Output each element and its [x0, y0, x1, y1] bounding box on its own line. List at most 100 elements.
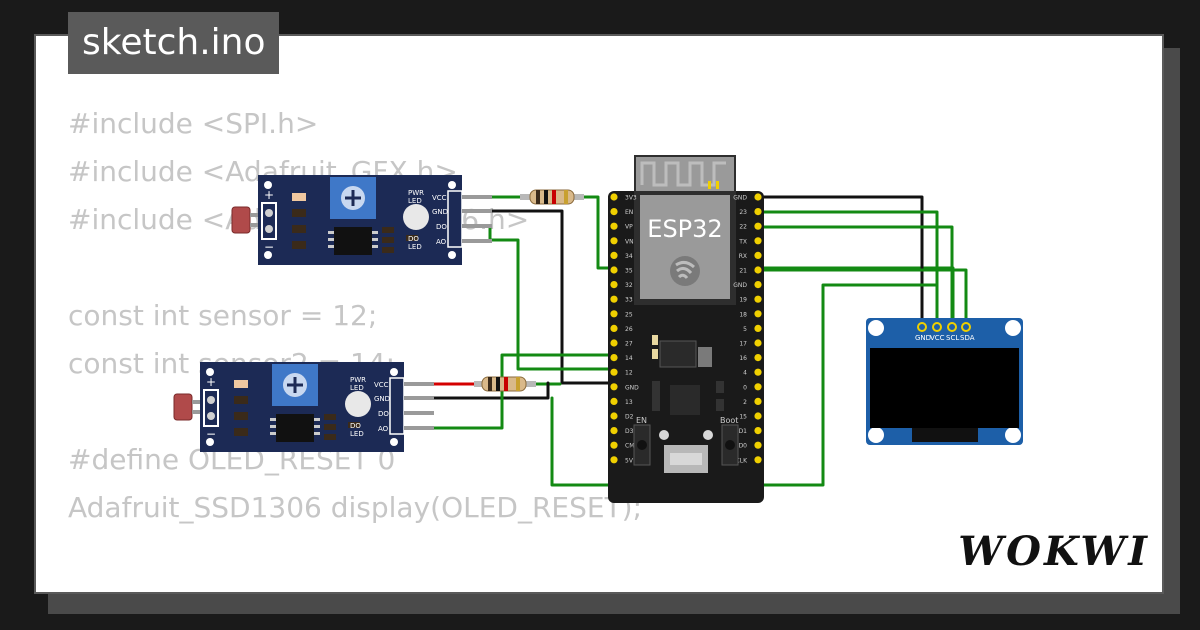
en-button[interactable] — [634, 425, 650, 465]
esp32-pin[interactable] — [610, 310, 618, 318]
esp32-pin[interactable] — [610, 339, 618, 347]
esp32-pin-label: 21 — [739, 268, 747, 275]
esp32-pin-label: EN — [625, 209, 633, 216]
file-tab[interactable]: sketch.ino — [68, 12, 280, 74]
esp32-pin-label: RX — [739, 253, 747, 260]
photoresistor-1 — [231, 206, 251, 234]
esp32-pin-label: 5 — [743, 326, 747, 333]
esp32-pin-label: 26 — [625, 326, 633, 333]
esp32-pin[interactable] — [610, 441, 618, 449]
espressif-logo-icon — [670, 256, 700, 286]
esp32-pin[interactable] — [754, 324, 762, 332]
esp32-pin-label: 13 — [625, 399, 633, 406]
esp32-pin[interactable] — [610, 281, 618, 289]
esp32-pin[interactable] — [754, 456, 762, 464]
esp32-pin[interactable] — [754, 383, 762, 391]
plus-label: + — [206, 375, 216, 389]
esp32-pin[interactable] — [754, 427, 762, 435]
oled-screen — [870, 348, 1019, 428]
esp32-pin[interactable] — [610, 222, 618, 230]
esp32-pin[interactable] — [610, 193, 618, 201]
wire-oled-gnd — [756, 195, 924, 327]
esp32-pin[interactable] — [754, 237, 762, 245]
pin-label-vcc: VCC — [374, 381, 389, 389]
esp32-pin[interactable] — [610, 324, 618, 332]
esp32-pin[interactable] — [754, 222, 762, 230]
wire-sensor2-gnd — [432, 381, 550, 400]
code-line: #include <SPI.h> — [68, 107, 319, 140]
esp32-pin-label: 22 — [739, 224, 747, 231]
pin-label-gnd: GND — [374, 395, 390, 403]
esp32-pin[interactable] — [754, 193, 762, 201]
esp32-pin[interactable] — [610, 354, 618, 362]
esp32-pin[interactable] — [754, 339, 762, 347]
esp32-pin[interactable] — [754, 295, 762, 303]
esp32-label: ESP32 — [647, 215, 722, 243]
esp32-pin-label: 3V3 — [625, 195, 637, 202]
esp32-pin[interactable] — [610, 397, 618, 405]
wire-sensor1-do — [460, 224, 614, 371]
esp32-pin-label: 4 — [743, 370, 747, 377]
esp32-pin[interactable] — [610, 237, 618, 245]
code-line: const int sensor = 12; — [68, 299, 378, 332]
resistor-2 — [474, 376, 536, 392]
wire-sensor1-gnd — [460, 209, 614, 385]
preview-card — [34, 34, 1164, 594]
pin-label-vcc: VCC — [432, 194, 447, 202]
esp32-pin-label: GND — [733, 195, 747, 202]
photoresistor-2 — [173, 393, 193, 421]
esp32-pin[interactable] — [610, 266, 618, 274]
esp32-pin[interactable] — [610, 208, 618, 216]
wire-bottom-loop — [550, 283, 939, 487]
pin-label-do: DO — [436, 223, 447, 231]
oled-pin-gnd: GND — [915, 334, 931, 342]
esp32-pin-label: 33 — [625, 297, 633, 304]
boot-button[interactable] — [722, 425, 738, 465]
esp32-pin[interactable] — [754, 397, 762, 405]
pin-label-gnd: GND — [432, 208, 448, 216]
esp32-pin-label: D2 — [625, 414, 634, 421]
esp32-pin[interactable] — [754, 441, 762, 449]
esp32-pin-label: 19 — [739, 297, 747, 304]
wires — [432, 195, 968, 487]
do-led-label: DO — [350, 422, 361, 430]
esp32-pin[interactable] — [610, 412, 618, 420]
wire-sensor2-ao — [432, 353, 614, 430]
esp32-pin[interactable] — [754, 281, 762, 289]
esp32-pin[interactable] — [754, 412, 762, 420]
ldr-sensor-module-1: + − PWR LED DO LED VCC GND DO AO — [231, 175, 492, 265]
esp32-pin-label: D3 — [625, 428, 634, 435]
pwr-led-label: PWR — [350, 376, 366, 384]
esp32-pin[interactable] — [754, 310, 762, 318]
esp32-pin[interactable] — [610, 427, 618, 435]
esp32-pin-label: 16 — [739, 355, 747, 362]
esp32-pin[interactable] — [754, 368, 762, 376]
wire-oled-sda — [756, 268, 968, 327]
pwr-led-label: PWR — [408, 189, 424, 197]
esp32-left-header: 3V3ENVPVN343532332526271412GND13D2D3CMD5… — [610, 193, 639, 464]
do-led-label: LED — [408, 243, 422, 251]
boot-button-label: Boot — [720, 416, 738, 425]
esp32-pin-label: 32 — [625, 282, 633, 289]
esp32-pin-label: 17 — [739, 341, 747, 348]
esp32-pin[interactable] — [610, 383, 618, 391]
esp32-pin[interactable] — [754, 251, 762, 259]
esp32-pin-label: 0 — [743, 384, 747, 391]
pwr-led-label: LED — [350, 384, 364, 392]
esp32-pin[interactable] — [610, 368, 618, 376]
ldr-sensor-module-2: + − PWR LED DO LED VCC GND DO AO — [173, 362, 434, 452]
esp32-pin[interactable] — [610, 295, 618, 303]
do-led-label: LED — [350, 430, 364, 438]
esp32-pin[interactable] — [754, 208, 762, 216]
esp32-pin[interactable] — [610, 456, 618, 464]
esp32-pin[interactable] — [610, 251, 618, 259]
code-line: Adafruit_SSD1306 display(OLED_RESET); — [68, 491, 643, 524]
esp32-pin[interactable] — [754, 354, 762, 362]
esp32-pin[interactable] — [754, 266, 762, 274]
esp32-pin-label: TX — [738, 238, 747, 245]
esp32-pin-label: 2 — [743, 399, 747, 406]
do-led-label: DO — [408, 235, 419, 243]
esp32-pin-label: 34 — [625, 253, 633, 260]
